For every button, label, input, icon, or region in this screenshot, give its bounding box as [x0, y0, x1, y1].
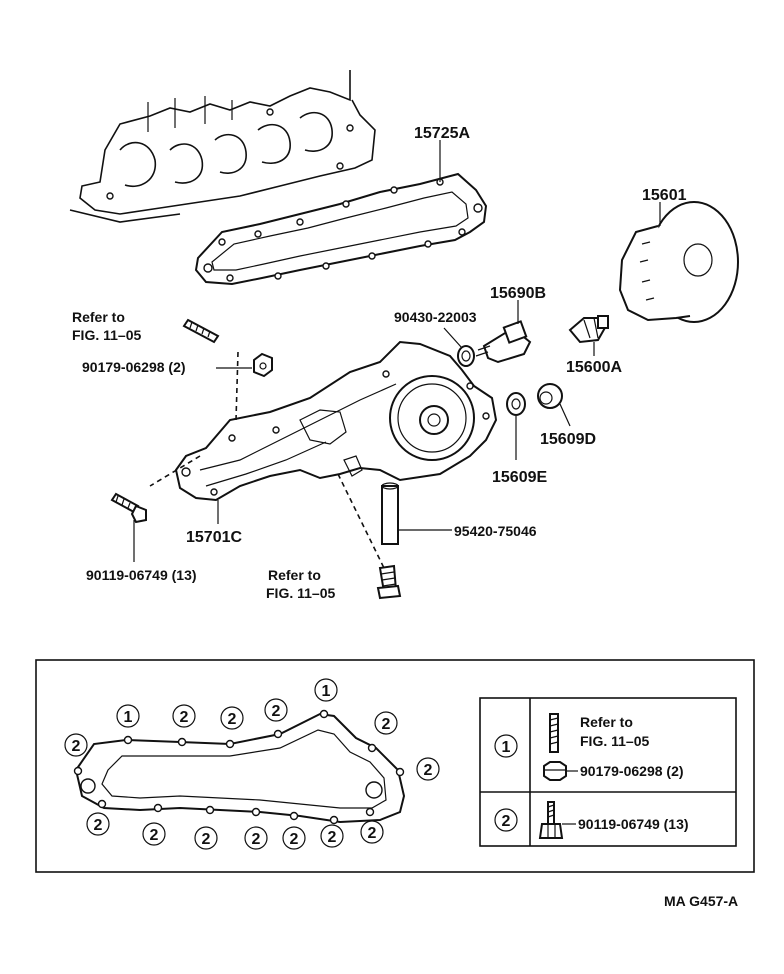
gasket-15725A — [194, 172, 488, 286]
bolt-mark: 2 — [282, 826, 306, 850]
bolt-legend-table: 1 Refer to FIG. 11–05 90179-06298 (2) 2 — [479, 697, 737, 847]
label-15601: 15601 — [642, 187, 687, 204]
bolt-mark: 2 — [172, 704, 196, 728]
svg-text:2: 2 — [328, 829, 337, 846]
svg-text:2: 2 — [72, 738, 81, 755]
refer-bottom-line1: Refer to — [268, 567, 321, 583]
engine-block-fragment — [69, 70, 376, 223]
refer-top-line1: Refer to — [72, 309, 125, 325]
oil-pressure-switch-15690B — [475, 320, 532, 364]
oil-cooler-body-15701C — [174, 340, 498, 502]
bolt-90119-06749 — [110, 492, 147, 524]
nut-90179-06298 — [253, 352, 273, 378]
gasket-15609E — [506, 392, 526, 416]
label-90179-06298: 90179-06298 (2) — [82, 359, 186, 375]
label-15609E: 15609E — [492, 469, 547, 486]
legend-row-1: 1 Refer to FIG. 11–05 90179-06298 (2) — [494, 713, 684, 781]
label-15725A: 15725A — [414, 125, 470, 142]
legend-row1-part: 90179-06298 (2) — [580, 763, 684, 779]
bolt-pattern-gasket — [74, 712, 406, 824]
bolt-mark: 2 — [374, 711, 398, 735]
bolt-mark: 2 — [244, 826, 268, 850]
label-15690B: 15690B — [490, 285, 546, 302]
bolt-mark: 2 — [86, 812, 110, 836]
washer-90430-22003 — [457, 345, 475, 367]
bolt-holes — [73, 709, 405, 825]
svg-text:2: 2 — [252, 831, 261, 848]
stud-refer-fig-top — [182, 318, 220, 344]
svg-text:2: 2 — [368, 825, 377, 842]
svg-text:2: 2 — [382, 716, 391, 733]
svg-text:2: 2 — [202, 831, 211, 848]
label-15600A: 15600A — [566, 359, 622, 376]
drain-plug-15600A — [568, 315, 609, 344]
bolt-mark: 1 — [314, 678, 338, 702]
legend-row1-symbol: 1 — [502, 739, 511, 756]
svg-text:1: 1 — [124, 709, 133, 726]
legend-row1-refer-line1: Refer to — [580, 714, 633, 730]
tube-95420-75046 — [381, 482, 399, 545]
label-90119-06749: 90119-06749 (13) — [86, 567, 197, 583]
diagram-code: MA G457-A — [664, 893, 738, 909]
svg-text:2: 2 — [290, 831, 299, 848]
bolt-refer-fig-bottom — [376, 564, 402, 600]
bolt-position-marks: 1 2 2 2 1 2 2 2 2 2 2 2 2 2 2 — [64, 678, 440, 850]
bolt-mark: 2 — [320, 824, 344, 848]
refer-top-line2: FIG. 11–05 — [72, 327, 141, 343]
bolt-pattern-detail-box — [35, 659, 755, 873]
bolt-mark: 2 — [416, 757, 440, 781]
label-15701C: 15701C — [186, 529, 242, 546]
legend-row2-part: 90119-06749 (13) — [578, 816, 689, 832]
bolt-mark: 2 — [360, 820, 384, 844]
bolt-mark: 2 — [194, 826, 218, 850]
label-95420-75046: 95420-75046 — [454, 523, 537, 539]
bolt-mark: 2 — [64, 733, 88, 757]
label-90430-22003: 90430-22003 — [394, 309, 477, 325]
svg-text:1: 1 — [322, 683, 331, 700]
bolt-mark: 2 — [264, 698, 288, 722]
legend-row2-symbol: 2 — [502, 813, 511, 830]
bolt-mark: 2 — [142, 822, 166, 846]
legend-row-2: 2 90119-06749 (13) — [494, 801, 689, 839]
legend-stud-icon — [549, 713, 559, 753]
plug-15609D — [537, 383, 563, 409]
svg-text:2: 2 — [180, 709, 189, 726]
svg-text:2: 2 — [424, 762, 433, 779]
svg-text:2: 2 — [94, 817, 103, 834]
bolt-mark: 1 — [116, 704, 140, 728]
oil-filter-15601 — [618, 201, 739, 323]
refer-bottom-line2: FIG. 11–05 — [266, 585, 335, 601]
svg-text:2: 2 — [228, 711, 237, 728]
legend-row1-refer-line2: FIG. 11–05 — [580, 733, 649, 749]
label-15609D: 15609D — [540, 431, 596, 448]
svg-text:2: 2 — [272, 703, 281, 720]
bolt-mark: 2 — [220, 706, 244, 730]
svg-text:2: 2 — [150, 827, 159, 844]
legend-bolt-icon — [538, 801, 564, 839]
legend-nut-icon — [543, 761, 567, 781]
